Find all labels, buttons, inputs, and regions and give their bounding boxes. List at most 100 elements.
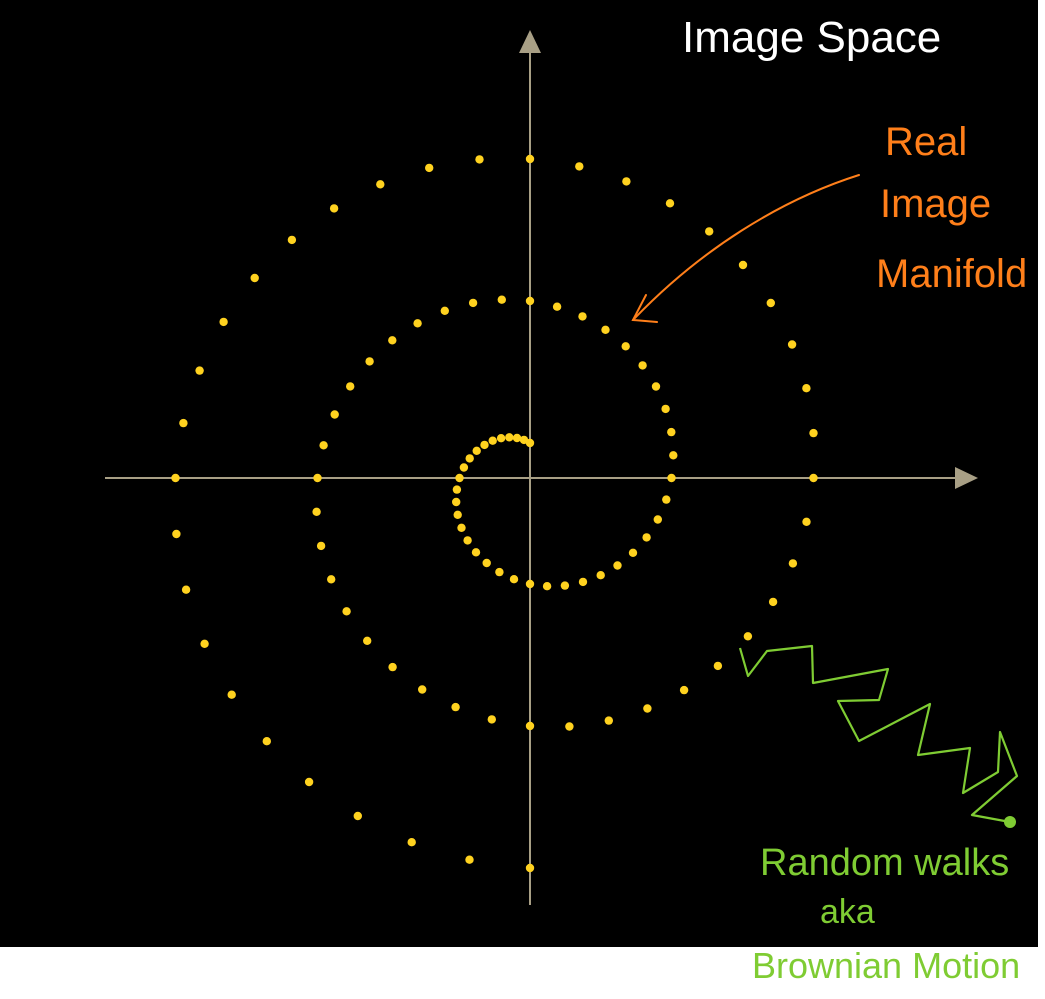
manifold-point	[809, 473, 818, 483]
manifold-point	[463, 536, 472, 545]
manifold-point	[330, 410, 339, 419]
manifold-point	[388, 336, 397, 345]
manifold-point	[388, 662, 397, 672]
manifold-point	[457, 523, 466, 532]
manifold-point	[509, 575, 519, 584]
manifold-label-line1: Real	[885, 120, 968, 164]
manifold-point	[512, 433, 522, 443]
manifold-point	[327, 575, 336, 584]
manifold-point	[621, 342, 630, 351]
manifold-label-line2: Image	[880, 182, 992, 226]
manifold-arrow	[631, 174, 860, 323]
manifold-point	[525, 154, 535, 164]
manifold-point	[200, 639, 209, 648]
manifold-point	[768, 597, 778, 607]
manifold-point	[738, 260, 748, 270]
manifold-point	[525, 579, 535, 589]
manifold-point	[667, 427, 676, 437]
manifold-point	[525, 721, 535, 731]
manifold-point	[766, 298, 775, 308]
manifold-point	[788, 559, 798, 568]
manifold-point	[262, 737, 271, 746]
manifold-point	[638, 361, 647, 370]
manifold-point	[313, 473, 322, 483]
manifold-point	[471, 548, 481, 557]
manifold-point	[662, 495, 671, 504]
manifold-point	[365, 357, 374, 366]
manifold-point	[453, 510, 462, 519]
manifold-point	[552, 302, 562, 311]
manifold-point	[171, 473, 180, 483]
manifold-point	[329, 204, 339, 213]
manifold-point	[487, 715, 496, 724]
manifold-point	[312, 507, 321, 516]
manifold-point	[578, 577, 588, 587]
manifold-point	[601, 325, 610, 334]
manifold-point	[604, 716, 613, 725]
manifold-point	[743, 632, 753, 641]
manifold-point	[578, 312, 587, 321]
manifold-point	[376, 180, 385, 189]
manifold-point	[319, 441, 328, 450]
manifold-point	[643, 704, 652, 713]
manifold-point	[418, 685, 427, 694]
x-axis-arrow-icon	[955, 467, 978, 489]
manifold-point	[468, 298, 478, 308]
random-walk-path	[738, 644, 1019, 824]
manifold-spiral	[171, 154, 818, 873]
random-walk-endpoint	[1004, 816, 1016, 828]
manifold-point	[181, 585, 191, 594]
axes	[105, 30, 978, 905]
manifold-point	[679, 685, 689, 695]
manifold-point	[407, 838, 416, 847]
manifold-point	[219, 317, 228, 327]
manifold-point	[653, 515, 662, 524]
manifold-point	[560, 581, 570, 590]
manifold-point	[665, 199, 675, 208]
manifold-point	[179, 418, 188, 428]
manifold-point	[669, 451, 678, 460]
manifold-point	[661, 404, 670, 414]
manifold-point	[628, 548, 638, 557]
manifold-point	[495, 567, 504, 577]
manifold-point	[642, 533, 651, 542]
manifold-point	[802, 384, 811, 393]
manifold-point	[353, 811, 362, 821]
manifold-point	[496, 434, 506, 443]
manifold-point	[575, 162, 584, 171]
manifold-point	[705, 227, 714, 236]
manifold-point	[440, 306, 449, 315]
manifold-point	[713, 661, 723, 671]
manifold-point	[482, 558, 491, 568]
manifold-point	[622, 177, 631, 186]
manifold-point	[459, 463, 469, 472]
manifold-point	[565, 722, 574, 731]
manifold-point	[465, 454, 474, 463]
manifold-point	[505, 433, 514, 442]
manifold-point	[465, 855, 474, 864]
walk-label-line3: Brownian Motion	[752, 945, 1021, 986]
arrow-shaft	[632, 174, 860, 321]
manifold-point	[250, 273, 259, 283]
manifold-point	[667, 473, 676, 483]
walk-label-line2: aka	[820, 893, 875, 931]
manifold-point	[346, 382, 355, 391]
manifold-point	[195, 366, 204, 375]
manifold-label-line3: Manifold	[876, 252, 1028, 296]
manifold-point	[455, 473, 464, 483]
manifold-point	[304, 777, 314, 787]
manifold-point	[802, 517, 811, 526]
manifold-point	[525, 296, 535, 306]
manifold-point	[452, 497, 461, 507]
manifold-point	[472, 446, 481, 455]
manifold-point	[475, 155, 484, 164]
manifold-point	[613, 561, 622, 570]
manifold-point	[525, 863, 535, 873]
diagram-canvas	[0, 0, 1038, 947]
manifold-point	[596, 571, 605, 580]
manifold-point	[809, 428, 818, 438]
manifold-point	[451, 702, 460, 712]
manifold-point	[787, 340, 797, 349]
arrow-head-icon	[631, 294, 658, 323]
